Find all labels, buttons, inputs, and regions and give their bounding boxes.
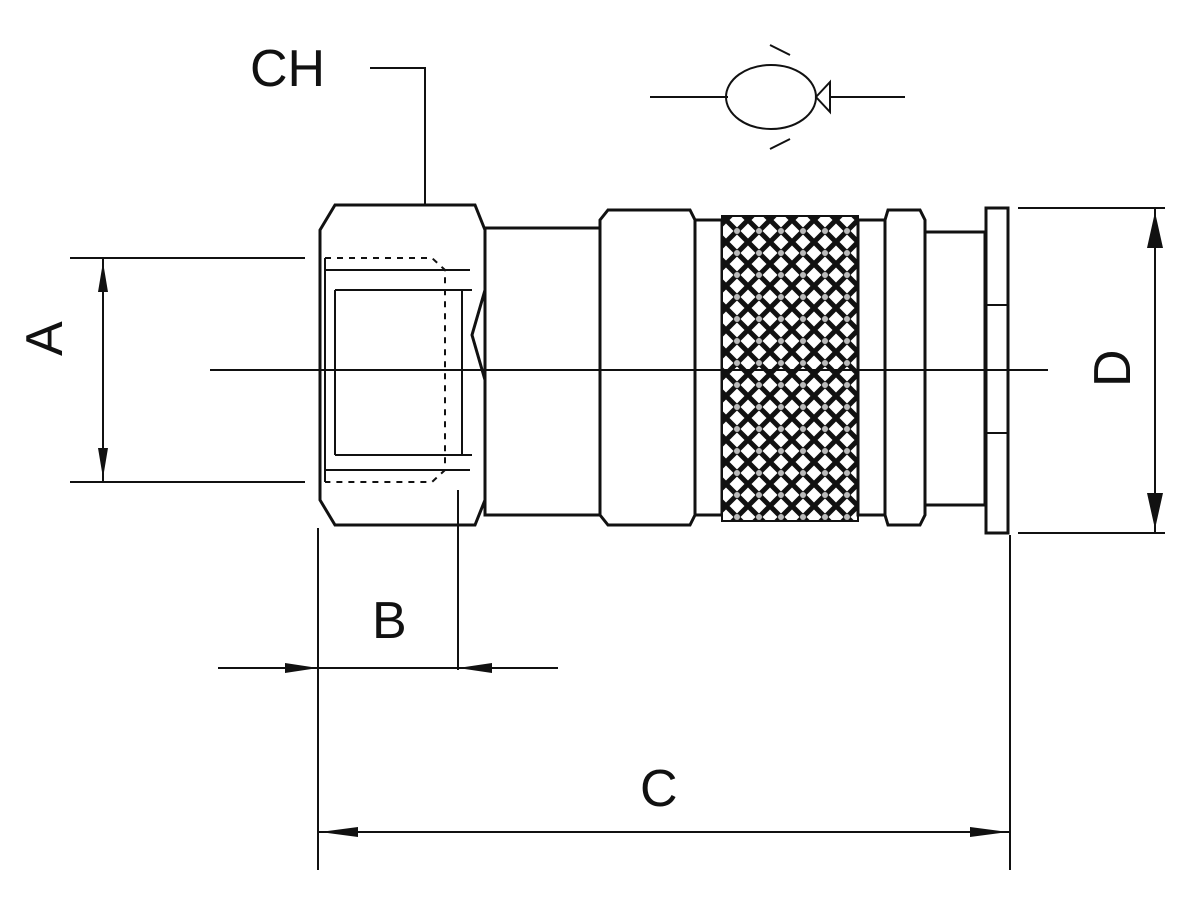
coupling-body [483,206,1010,535]
ch-leader: CH [250,40,432,243]
dimension-a: A [16,257,305,483]
label-c: C [640,760,678,818]
dimension-d: D [1018,207,1165,534]
hex-nut [318,203,487,527]
label-ch: CH [250,40,325,98]
label-a: A [16,321,74,356]
dimension-c: C [318,535,1011,870]
knurled-sleeve [721,215,859,522]
dimension-b: B [218,490,558,870]
flow-symbol-icon [650,44,905,150]
label-b: B [372,592,407,650]
label-d: D [1084,349,1142,387]
